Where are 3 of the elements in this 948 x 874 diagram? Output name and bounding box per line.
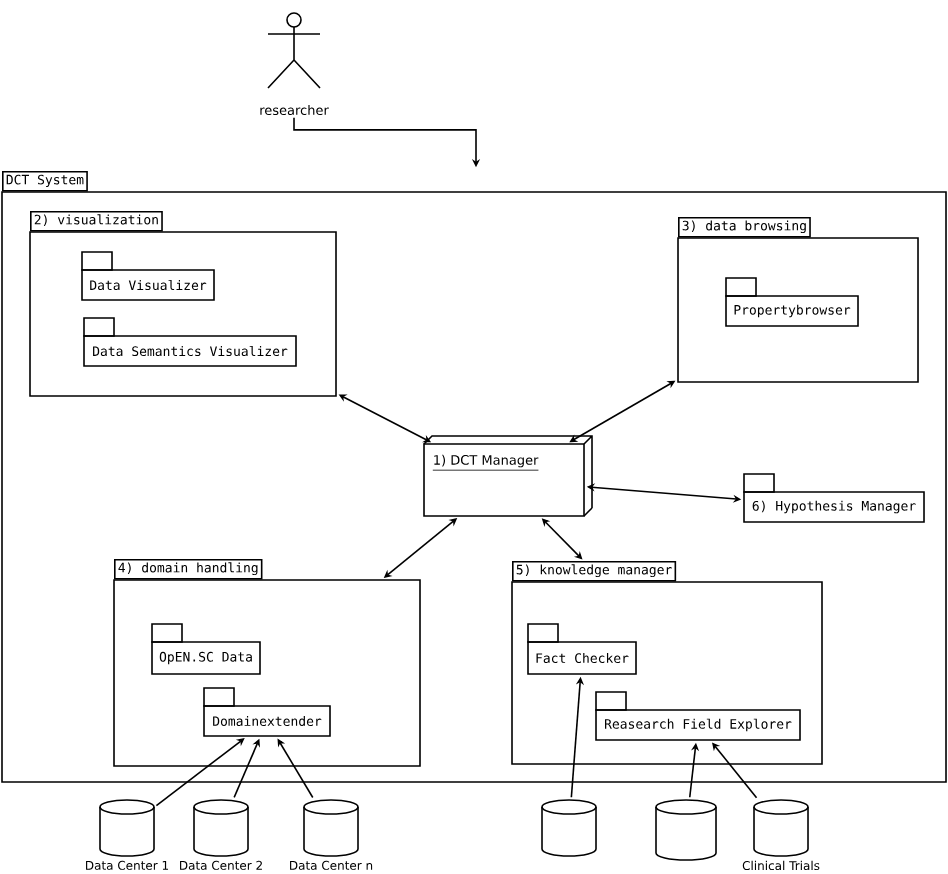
database-cylinder (655, 799, 717, 861)
database-cylinder (541, 799, 597, 857)
arrow (712, 742, 758, 799)
